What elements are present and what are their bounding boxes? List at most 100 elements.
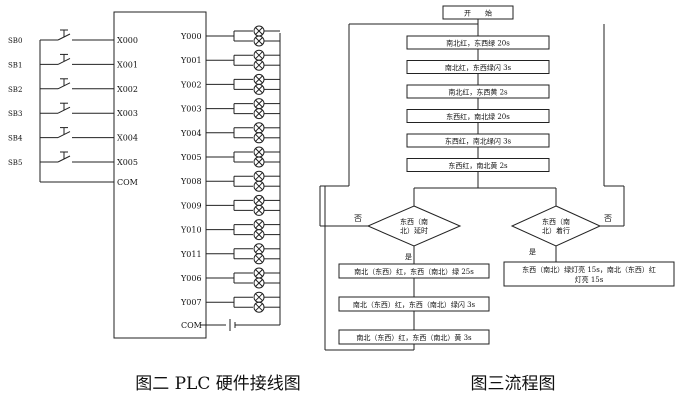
lamp-cross-b [255, 99, 263, 108]
output-row: Y000 [180, 25, 280, 47]
decision-right-line1: 东西（南 [542, 217, 570, 226]
left-step-label: 南北（东西）红，东西（南北）绿闪 3s [353, 300, 476, 309]
decision-left-line2: 北）延时 [400, 226, 428, 235]
output-terminal-label: Y003 [180, 105, 202, 114]
decision-right [510, 205, 602, 247]
input-row: SB3 X003 [8, 102, 138, 118]
input-switch-label: SB5 [8, 159, 22, 167]
output-row: Y005 [180, 146, 280, 168]
main-step-label: 南北红，东西绿 20s [446, 39, 510, 48]
input-terminal-label: X003 [117, 109, 138, 118]
output-terminal-label: Y010 [180, 226, 202, 235]
lamp-cross-b [255, 75, 263, 84]
main-step-label: 东西红，南北绿 20s [446, 112, 510, 121]
flow-chart: 开 始 南北红，东西绿 20s 南北红，东西绿闪 3s 南北红，东西黄 2s 东西红，… [319, 5, 675, 351]
input-switch-label: SB3 [8, 110, 22, 118]
output-row: Y007 [180, 291, 280, 313]
no-right-label: 否 [604, 214, 612, 223]
lamp-cross-b [255, 206, 263, 215]
main-step: 东西红，南北绿 20s [406, 109, 550, 134]
lamp-cross-b [255, 293, 263, 302]
lamp-cross-b [255, 303, 263, 312]
output-terminal-label: Y009 [180, 201, 202, 210]
decision-left [366, 205, 462, 247]
input-terminal-label: X002 [117, 85, 138, 94]
main-step-label: 南北红，东西绿闪 3s [445, 63, 512, 72]
left-step-label: 南北（东西）红，东西（南北）黄 3s [356, 333, 472, 342]
main-step-label: 东西红，南北黄 2s [448, 161, 508, 170]
left-step: 南北（东西）红，东西（南北）绿闪 3s [338, 296, 490, 330]
lamp-cross-b [255, 220, 263, 229]
input-terminal-label: X005 [117, 158, 138, 167]
input-switch-label: SB0 [8, 37, 22, 45]
right-step-line1: 东西（南北）绿灯亮 15s，南北（东西）红 [522, 265, 656, 274]
output-row: Y003 [180, 98, 280, 120]
lamp-cross-b [255, 109, 263, 118]
output-row: Y010 [180, 219, 280, 241]
output-row: Y009 [180, 194, 280, 216]
output-terminal-label: Y004 [180, 129, 202, 138]
start-label: 开 始 [464, 9, 492, 18]
output-terminal-label: Y007 [180, 298, 202, 307]
output-lamps: Y000Y001Y002Y003Y004Y005Y008Y009Y010Y011… [180, 25, 280, 313]
output-terminal-label: Y001 [180, 56, 202, 65]
main-step: 南北红，东西绿闪 3s [406, 60, 550, 85]
caption-right: 图三流程图 [471, 374, 556, 394]
input-switch-label: SB2 [8, 86, 22, 94]
lamp-cross-b [255, 27, 263, 35]
input-row: SB2 X002 [8, 78, 138, 94]
output-row: Y006 [180, 267, 280, 289]
right-branch-step [503, 261, 675, 287]
left-step: 南北（东西）红，东西（南北）绿 25s [338, 263, 490, 297]
left-step-label: 南北（东西）红，东西（南北）绿 25s [354, 267, 474, 276]
output-terminal-label: Y008 [180, 177, 202, 186]
input-terminal-label: X001 [117, 60, 138, 69]
output-row: Y002 [180, 73, 280, 95]
caption-left: 图二 PLC 硬件接线图 [135, 374, 301, 394]
lamp-cross-b [255, 85, 263, 94]
input-row: SB5 X005 [8, 151, 138, 167]
decision-left-line1: 东西（南 [400, 217, 428, 226]
lamp-cross-b [255, 148, 263, 156]
main-step-label: 南北红，东西黄 2s [448, 88, 508, 97]
output-row: Y008 [180, 170, 280, 192]
lamp-cross-b [255, 279, 263, 287]
output-terminal-label: Y002 [180, 80, 202, 89]
right-step-line2: 灯亮 15s [575, 275, 604, 284]
input-switch-label: SB1 [8, 61, 22, 69]
output-terminal-label: Y005 [180, 153, 202, 162]
lamp-cross-b [255, 61, 263, 70]
output-terminal-label: Y011 [180, 250, 202, 259]
main-step: 南北红，东西黄 2s [406, 84, 550, 110]
lamp-cross-b [255, 172, 263, 181]
lamp-cross-b [255, 158, 263, 166]
lamp-cross-b [255, 244, 263, 253]
main-step: 东西红，南北绿闪 3s [406, 133, 550, 159]
output-terminal-label: Y000 [180, 32, 202, 41]
lamp-cross-b [255, 230, 263, 239]
input-row: SB1 X001 [8, 53, 138, 69]
lamp-cross-b [255, 133, 263, 142]
left-step: 南北（东西）红，东西（南北）黄 3s [338, 329, 490, 345]
output-row: Y011 [180, 243, 280, 265]
lamp-cross-b [255, 182, 263, 191]
output-terminal-label: Y006 [180, 274, 202, 283]
no-left-label: 否 [354, 214, 362, 223]
lamp-cross-b [255, 123, 263, 132]
lamp-cross-b [255, 51, 263, 60]
lamp-cross-b [255, 254, 263, 263]
plc-com-right-label: COM [181, 321, 202, 330]
left-branch-steps: 南北（东西）红，东西（南北）绿 25s 南北（东西）红，东西（南北）绿闪 3s 南北… [338, 263, 490, 345]
main-step-boxes: 南北红，东西绿 20s 南北红，东西绿闪 3s 南北红，东西黄 2s 东西红，南北绿 … [406, 35, 550, 178]
lamp-cross-b [255, 37, 263, 45]
plc-body [113, 11, 207, 339]
plc-com-left-label: COM [117, 178, 138, 187]
lamp-cross-b [255, 196, 263, 205]
output-row: Y001 [180, 49, 280, 71]
main-step: 南北红，东西绿 20s [406, 35, 550, 61]
input-switch-label: SB4 [8, 135, 23, 143]
yes-left-label: 是 [405, 253, 412, 261]
input-terminal-label: X004 [117, 134, 138, 143]
